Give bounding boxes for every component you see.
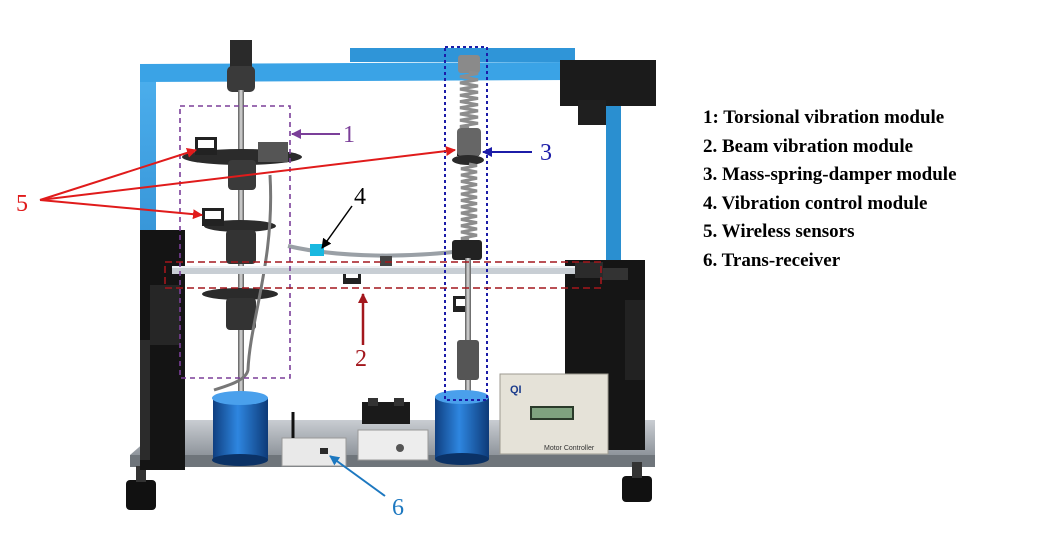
legend-item-mass-spring-damper: 3. Mass-spring-damper module [703, 164, 957, 186]
legend-item-torsional: 1: Torsional vibration module [703, 107, 945, 128]
torsional-module-box [179, 105, 291, 379]
beam-bar [172, 262, 603, 278]
callout-3-label: 3 [540, 140, 552, 166]
cylinder-right [435, 390, 489, 465]
motor-controller-label: Motor Controller [544, 445, 595, 452]
sensor-torsional-upper [195, 137, 217, 155]
control-arm [287, 244, 471, 266]
cylinder-left [212, 391, 268, 466]
spring-column [452, 55, 484, 398]
legend-item-vibration-control: 4. Vibration control module [703, 192, 928, 214]
callout-6-arrow [329, 455, 386, 497]
callout-1-label: 1 [343, 122, 355, 148]
brand-logo: QI [510, 384, 522, 396]
callout-5-label: 5 [16, 191, 28, 217]
legend-item-trans-receiver: 6. Trans-receiver [703, 249, 841, 271]
legend-item-wireless-sensors: 5. Wireless sensors [703, 221, 855, 243]
fixture-black [362, 398, 410, 424]
callout-6-label: 6 [392, 495, 404, 521]
callout-4-label: 4 [354, 184, 366, 210]
callout-2-label: 2 [355, 346, 367, 372]
callout-4-arrow [321, 205, 353, 249]
amplifier-device [357, 429, 429, 461]
sensor-torsional-lower [202, 208, 224, 226]
legend-item-beam: 2. Beam vibration module [703, 135, 914, 157]
torsional-column [182, 40, 302, 400]
module-legend: 1: Torsional vibration module 2. Beam vi… [703, 104, 957, 276]
callout-5-arrows [39, 146, 456, 220]
motor-controller: QI Motor Controller [499, 373, 609, 455]
spring-module-box [444, 46, 488, 401]
